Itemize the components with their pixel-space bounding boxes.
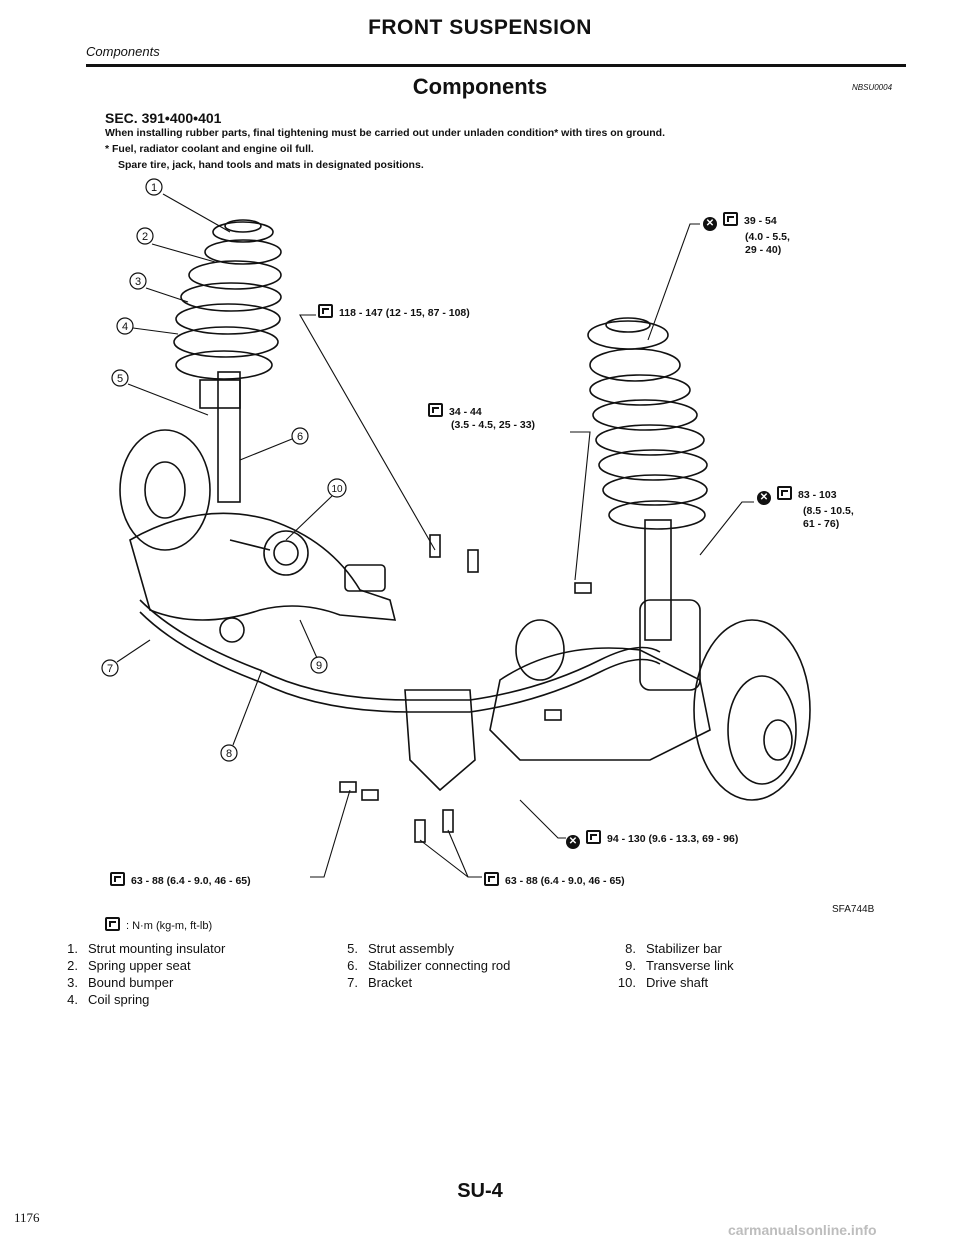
callout-7: 7 (101, 659, 119, 677)
torque-118-147-text: 118 - 147 (12 - 15, 87 - 108) (339, 307, 470, 319)
callout-10: 10 (327, 478, 347, 498)
torque-wrench-icon (428, 403, 443, 417)
torque-94-130-text: 94 - 130 (9.6 - 13.3, 69 - 96) (607, 833, 739, 845)
list-item: 4.Coil spring (67, 992, 150, 1007)
torque-63-88-right-text: 63 - 88 (6.4 - 9.0, 46 - 65) (505, 875, 625, 887)
callout-6: 6 (291, 427, 309, 445)
torque-wrench-icon (110, 872, 125, 886)
torque-wrench-icon (105, 917, 120, 931)
list-item: 10.Drive shaft (617, 975, 709, 990)
torque-wrench-icon (723, 212, 738, 226)
torque-63-88-left: 63 - 88 (6.4 - 9.0, 46 - 65) (110, 872, 251, 888)
header-title: FRONT SUSPENSION (368, 16, 592, 39)
torque-63-88-right: 63 - 88 (6.4 - 9.0, 46 - 65) (484, 872, 625, 888)
leader-lines (116, 193, 754, 878)
svg-text:7: 7 (107, 663, 113, 675)
legend-units: : N·m (kg-m, ft-lb) (126, 920, 213, 932)
callout-4: 4 (116, 317, 134, 335)
torque-wrench-icon (586, 830, 601, 844)
torque-wrench-icon (777, 486, 792, 500)
callout-5: 5 (111, 369, 129, 387)
callout-2: 2 (136, 227, 154, 245)
parts-list-col-2: 5.Strut assembly 6.Stabilizer connecting… (330, 940, 510, 991)
list-item: 2.Spring upper seat (67, 958, 191, 973)
torque-83-103-line1: 83 - 103 (798, 489, 837, 501)
torque-83-103: ✕ 83 - 103 (8.5 - 10.5, 61 - 76) (757, 486, 854, 531)
torque-83-103-line2: (8.5 - 10.5, (803, 505, 854, 517)
header-rule (86, 64, 906, 67)
list-item: 3.Bound bumper (67, 975, 174, 990)
svg-text:2: 2 (142, 231, 148, 243)
torque-39-54-line2: (4.0 - 5.5, (745, 231, 790, 243)
callout-1: 1 (145, 178, 163, 196)
left-link-and-bar (129, 512, 470, 713)
left-strut-assembly (119, 219, 282, 551)
replace-part-icon: ✕ (566, 835, 580, 849)
header-section: Components (86, 44, 160, 59)
torque-39-54-line1: 39 - 54 (744, 215, 777, 227)
page-title: Components (412, 74, 548, 99)
right-strut-assembly (587, 317, 708, 691)
svg-text:10: 10 (331, 484, 343, 495)
parts-list-col-3: 8.Stabilizer bar 9.Transverse link 10.Dr… (608, 940, 734, 991)
list-item: 6.Stabilizer connecting rod (347, 958, 511, 973)
torque-wrench-icon (318, 304, 333, 318)
svg-text:1: 1 (151, 182, 157, 194)
torque-63-88-left-text: 63 - 88 (6.4 - 9.0, 46 - 65) (131, 875, 251, 887)
page-code: SU-4 (457, 1180, 503, 1202)
svg-text:9: 9 (316, 660, 322, 672)
sec-line: SEC. 391•400•401 (105, 110, 222, 126)
torque-34-44: 34 - 44 (3.5 - 4.5, 25 - 33) (428, 403, 535, 432)
torque-83-103-line3: 61 - 76) (803, 518, 840, 530)
right-brake-disc (489, 619, 811, 801)
note-line-3: Spare tire, jack, hand tools and mats in… (118, 159, 424, 171)
torque-39-54-line3: 29 - 40) (745, 244, 782, 256)
replace-part-icon: ✕ (757, 491, 771, 505)
figure-code: SFA744B (832, 904, 875, 915)
callout-9: 9 (310, 656, 328, 674)
torque-94-130: ✕ 94 - 130 (9.6 - 13.3, 69 - 96) (566, 830, 738, 849)
svg-text:4: 4 (122, 321, 128, 333)
doc-code: NBSU0004 (852, 83, 893, 92)
note-line-1: When installing rubber parts, final tigh… (105, 127, 666, 139)
svg-text:8: 8 (226, 748, 232, 760)
svg-text:6: 6 (297, 431, 303, 443)
book-page-number: 1176 (14, 1210, 40, 1225)
svg-text:5: 5 (117, 373, 123, 385)
torque-118-147: 118 - 147 (12 - 15, 87 - 108) (318, 304, 470, 320)
replace-part-icon: ✕ (703, 217, 717, 231)
torque-34-44-line1: 34 - 44 (449, 406, 482, 418)
list-item: 7.Bracket (347, 975, 413, 990)
list-item: 5.Strut assembly (347, 941, 454, 956)
watermark: carmanualsonline.info (728, 1222, 877, 1238)
svg-text:3: 3 (135, 276, 141, 288)
torque-unit-legend: : N·m (kg-m, ft-lb) (105, 917, 212, 932)
callout-8: 8 (220, 744, 238, 762)
list-item: 8.Stabilizer bar (625, 941, 722, 956)
list-item: 9.Transverse link (625, 958, 734, 973)
callout-3: 3 (129, 272, 147, 290)
parts-list-col-1: 1.Strut mounting insulator 2.Spring uppe… (50, 940, 225, 1008)
torque-34-44-line2: (3.5 - 4.5, 25 - 33) (451, 419, 536, 431)
list-item: 1.Strut mounting insulator (67, 941, 226, 956)
torque-wrench-icon (484, 872, 499, 886)
center-bracket (339, 534, 661, 843)
note-line-2: * Fuel, radiator coolant and engine oil … (105, 143, 314, 155)
torque-39-54: ✕ 39 - 54 (4.0 - 5.5, 29 - 40) (703, 212, 790, 257)
callout-markers: 1 2 3 4 5 6 7 8 9 10 (101, 178, 347, 762)
